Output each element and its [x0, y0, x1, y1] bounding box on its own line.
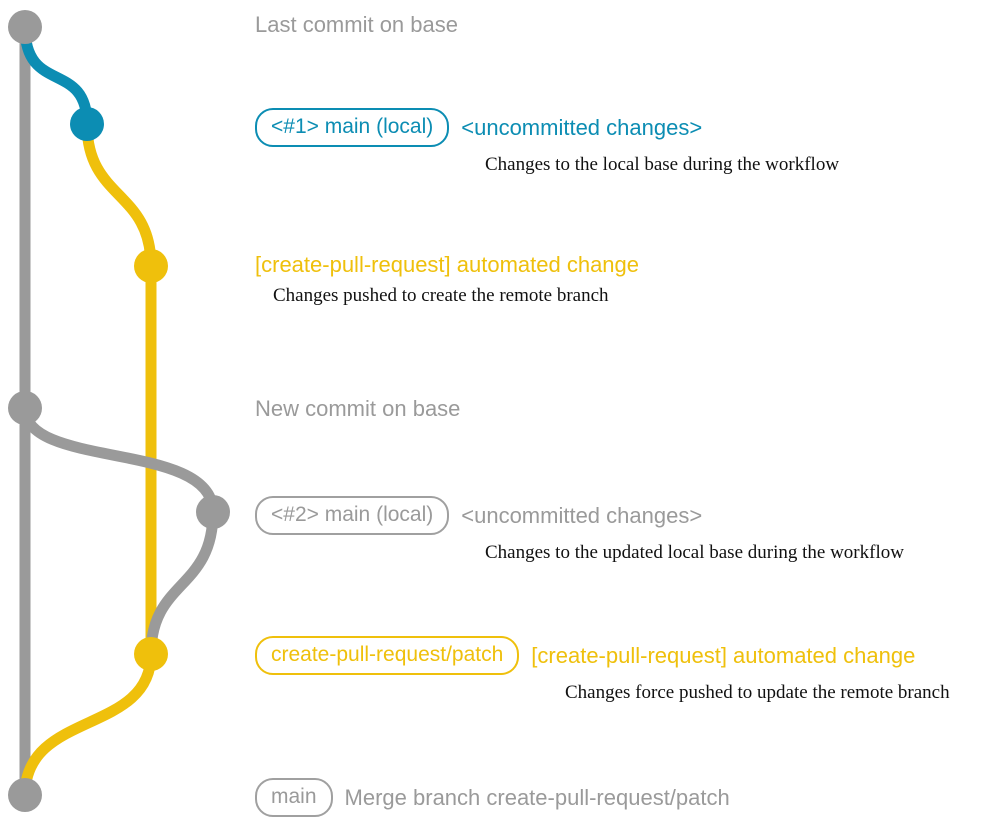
- commit-message-last-commit-on-base: Last commit on base: [255, 12, 458, 37]
- edge-patch2-to-merge: [19, 648, 157, 801]
- commit-message-local-1: <uncommitted changes>: [461, 114, 703, 140]
- commit-row-patch-2: create-pull-request/patch [create-pull-re…: [255, 636, 950, 704]
- branch-badge-main-local-2[interactable]: <#2> main (local): [255, 496, 450, 535]
- commit-row-patch-2-line: create-pull-request/patch [create-pull-re…: [255, 636, 950, 675]
- commit-message-patch-2: [create-pull-request] automated change: [531, 642, 916, 668]
- commit-note-local-2: Changes to the updated local base during…: [485, 542, 904, 563]
- commit-node-patch-2[interactable]: [134, 637, 168, 671]
- commit-row-local-1-line: <#1> main (local) <uncommitted changes>: [255, 108, 839, 147]
- commit-node-local-1[interactable]: [70, 107, 104, 141]
- commit-message-merge: Merge branch create-pull-request/patch: [344, 784, 730, 810]
- commit-message-local-2: <uncommitted changes>: [461, 502, 703, 528]
- commit-row-patch-1: [create-pull-request] automated change C…: [255, 252, 639, 307]
- commit-node-base-head[interactable]: [8, 10, 42, 44]
- commit-message-new-commit-on-base: New commit on base: [255, 396, 461, 421]
- commit-node-merge[interactable]: [8, 778, 42, 812]
- commit-node-base-new[interactable]: [8, 391, 42, 425]
- commit-message-patch-1: [create-pull-request] automated change: [255, 252, 640, 277]
- commit-row-new-commit-on-base: New commit on base: [255, 396, 460, 422]
- edge-base-to-local1: [19, 21, 93, 130]
- commit-node-local-2[interactable]: [196, 495, 230, 529]
- commit-note-patch-2: Changes force pushed to update the remot…: [565, 682, 950, 703]
- commit-row-local-2-line: <#2> main (local) <uncommitted changes>: [255, 496, 904, 535]
- commit-node-patch-1[interactable]: [134, 249, 168, 283]
- branch-badge-main[interactable]: main: [255, 778, 333, 817]
- commit-row-merge: main Merge branch create-pull-request/pat…: [255, 778, 730, 817]
- edge-local2-to-patch2: [145, 506, 219, 660]
- edge-local1-to-patch1: [81, 118, 157, 272]
- commit-note-patch-1: Changes pushed to create the remote bran…: [273, 285, 609, 306]
- commit-row-local-1: <#1> main (local) <uncommitted changes> C…: [255, 108, 839, 176]
- commit-note-local-1: Changes to the local base during the wor…: [485, 154, 840, 175]
- branch-badge-create-pull-request-patch[interactable]: create-pull-request/patch: [255, 636, 520, 675]
- commit-row-last-commit-on-base: Last commit on base: [255, 12, 458, 38]
- commit-row-local-2: <#2> main (local) <uncommitted changes> C…: [255, 496, 904, 564]
- edge-basenew-to-local2: [19, 402, 219, 518]
- branch-badge-main-local-1[interactable]: <#1> main (local): [255, 108, 450, 147]
- commit-row-merge-line: main Merge branch create-pull-request/pat…: [255, 778, 730, 817]
